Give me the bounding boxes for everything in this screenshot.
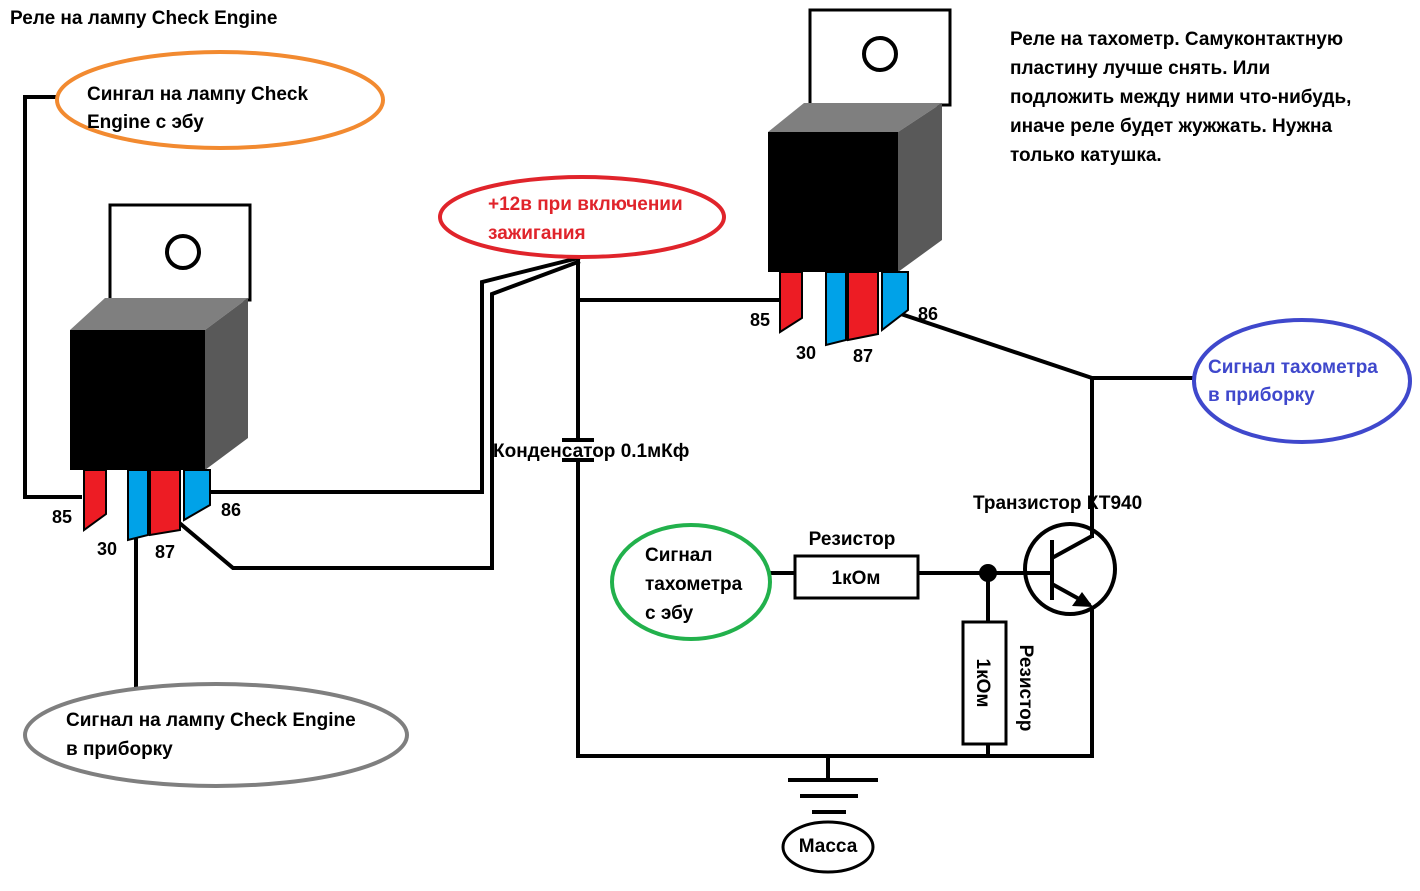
relay2-side-face [898,103,942,272]
ce-ecu-ellipse [55,50,385,150]
resistor2-body [961,620,1008,746]
ground-label: Масса [799,836,858,857]
relay2-note-line4: иначе реле будет жужжать. Нужна [1010,116,1333,137]
relay1-pin-86 [183,469,211,522]
relay2-pin-30 [825,271,847,347]
relay2-note-line2: пластину лучше снять. Или [1010,58,1270,79]
tacho-ecu-label-line3: с эбу [645,603,694,624]
relay2-note-line5: только катушка. [1010,145,1162,166]
tacho-ecu-ellipse [610,523,772,641]
relay1-title: Реле на лампу Check Engine [10,8,277,29]
relay2-front-face [768,132,898,272]
tacho-out-ellipse [1192,318,1412,444]
ce-out-ellipse [23,682,409,788]
transistor-emitter-arrow [1072,592,1093,607]
resistor1-body [793,554,920,600]
relay1-pin-30-label: 30 [97,539,117,559]
wire-r2-86-to-junction [892,309,1095,381]
relay1-mount-hole [165,234,201,270]
relay1-pin-87 [149,469,181,537]
relay2-pin-30-label: 30 [796,343,816,363]
relay2-pin-87-label: 87 [853,346,873,366]
transistor-collector [1051,534,1093,560]
ignition-label-line1: +12в при включении [488,194,683,215]
wire-r1-86-to-ignition [208,255,581,494]
relay1-pin-30 [127,469,149,542]
relay2-mount-hole [862,36,898,72]
transistor-kt940 [1023,522,1117,616]
ground-symbol [788,778,878,814]
resistor2-value: 1кОм [972,659,993,708]
relay1-front-face [70,330,205,470]
relay2-pin-86-label: 86 [918,304,938,324]
tacho-ecu-label-line1: Сигнал [645,545,712,566]
relay-tachometer: 85 30 87 86 [750,8,952,366]
ce-ecu-label-line2: Engine с эбу [87,112,204,133]
resistor2-label: Резистор [1015,645,1036,732]
junction-dot [979,564,997,582]
relay1-pin-87-label: 87 [155,542,175,562]
resistor1-label: Резистор [809,529,896,550]
relay1-top-face [70,298,248,330]
wire-r1-85-to-ce-ecu [23,95,82,499]
ignition-ellipse [438,175,726,259]
capacitor [562,438,594,462]
relay2-pin-85-label: 85 [750,310,770,330]
ce-out-label-line2: в приборку [66,739,173,760]
relay2-pin-85 [779,271,803,334]
relay1-pin-85-label: 85 [52,507,72,527]
ignition-label-line2: зажигания [488,223,586,244]
ce-out-label-line1: Сигнал на лампу Check Engine [66,710,356,731]
relay2-top-face [768,103,942,132]
relay1-pin-86-label: 86 [221,500,241,520]
transistor-body [1023,522,1117,616]
relay2-pin-86 [881,271,909,333]
relay2-note-line1: Реле на тахометр. Самуконтактную [1010,29,1343,50]
relay-check-engine: 85 30 87 86 [52,203,252,562]
tacho-out-label-line1: Сигнал тахометра [1208,357,1378,378]
ground-ellipse [781,820,875,874]
ce-ecu-label-line1: Сингал на лампу Check [87,84,309,105]
relay1-side-face [205,298,248,470]
relay2-pin-87 [847,271,879,342]
relay2-note-line3: подложить между ними что-нибудь, [1010,87,1351,108]
relay1-pin-85 [83,469,107,532]
transistor-label: Транзистор КТ940 [973,493,1142,514]
wire-r1-87-to-ignition [167,259,581,570]
tacho-ecu-label-line2: тахометра [645,574,743,595]
resistor1-value: 1кОм [832,568,881,589]
capacitor-label: Конденсатор 0.1мКф [493,441,689,462]
tacho-out-label-line2: в приборку [1208,385,1315,406]
